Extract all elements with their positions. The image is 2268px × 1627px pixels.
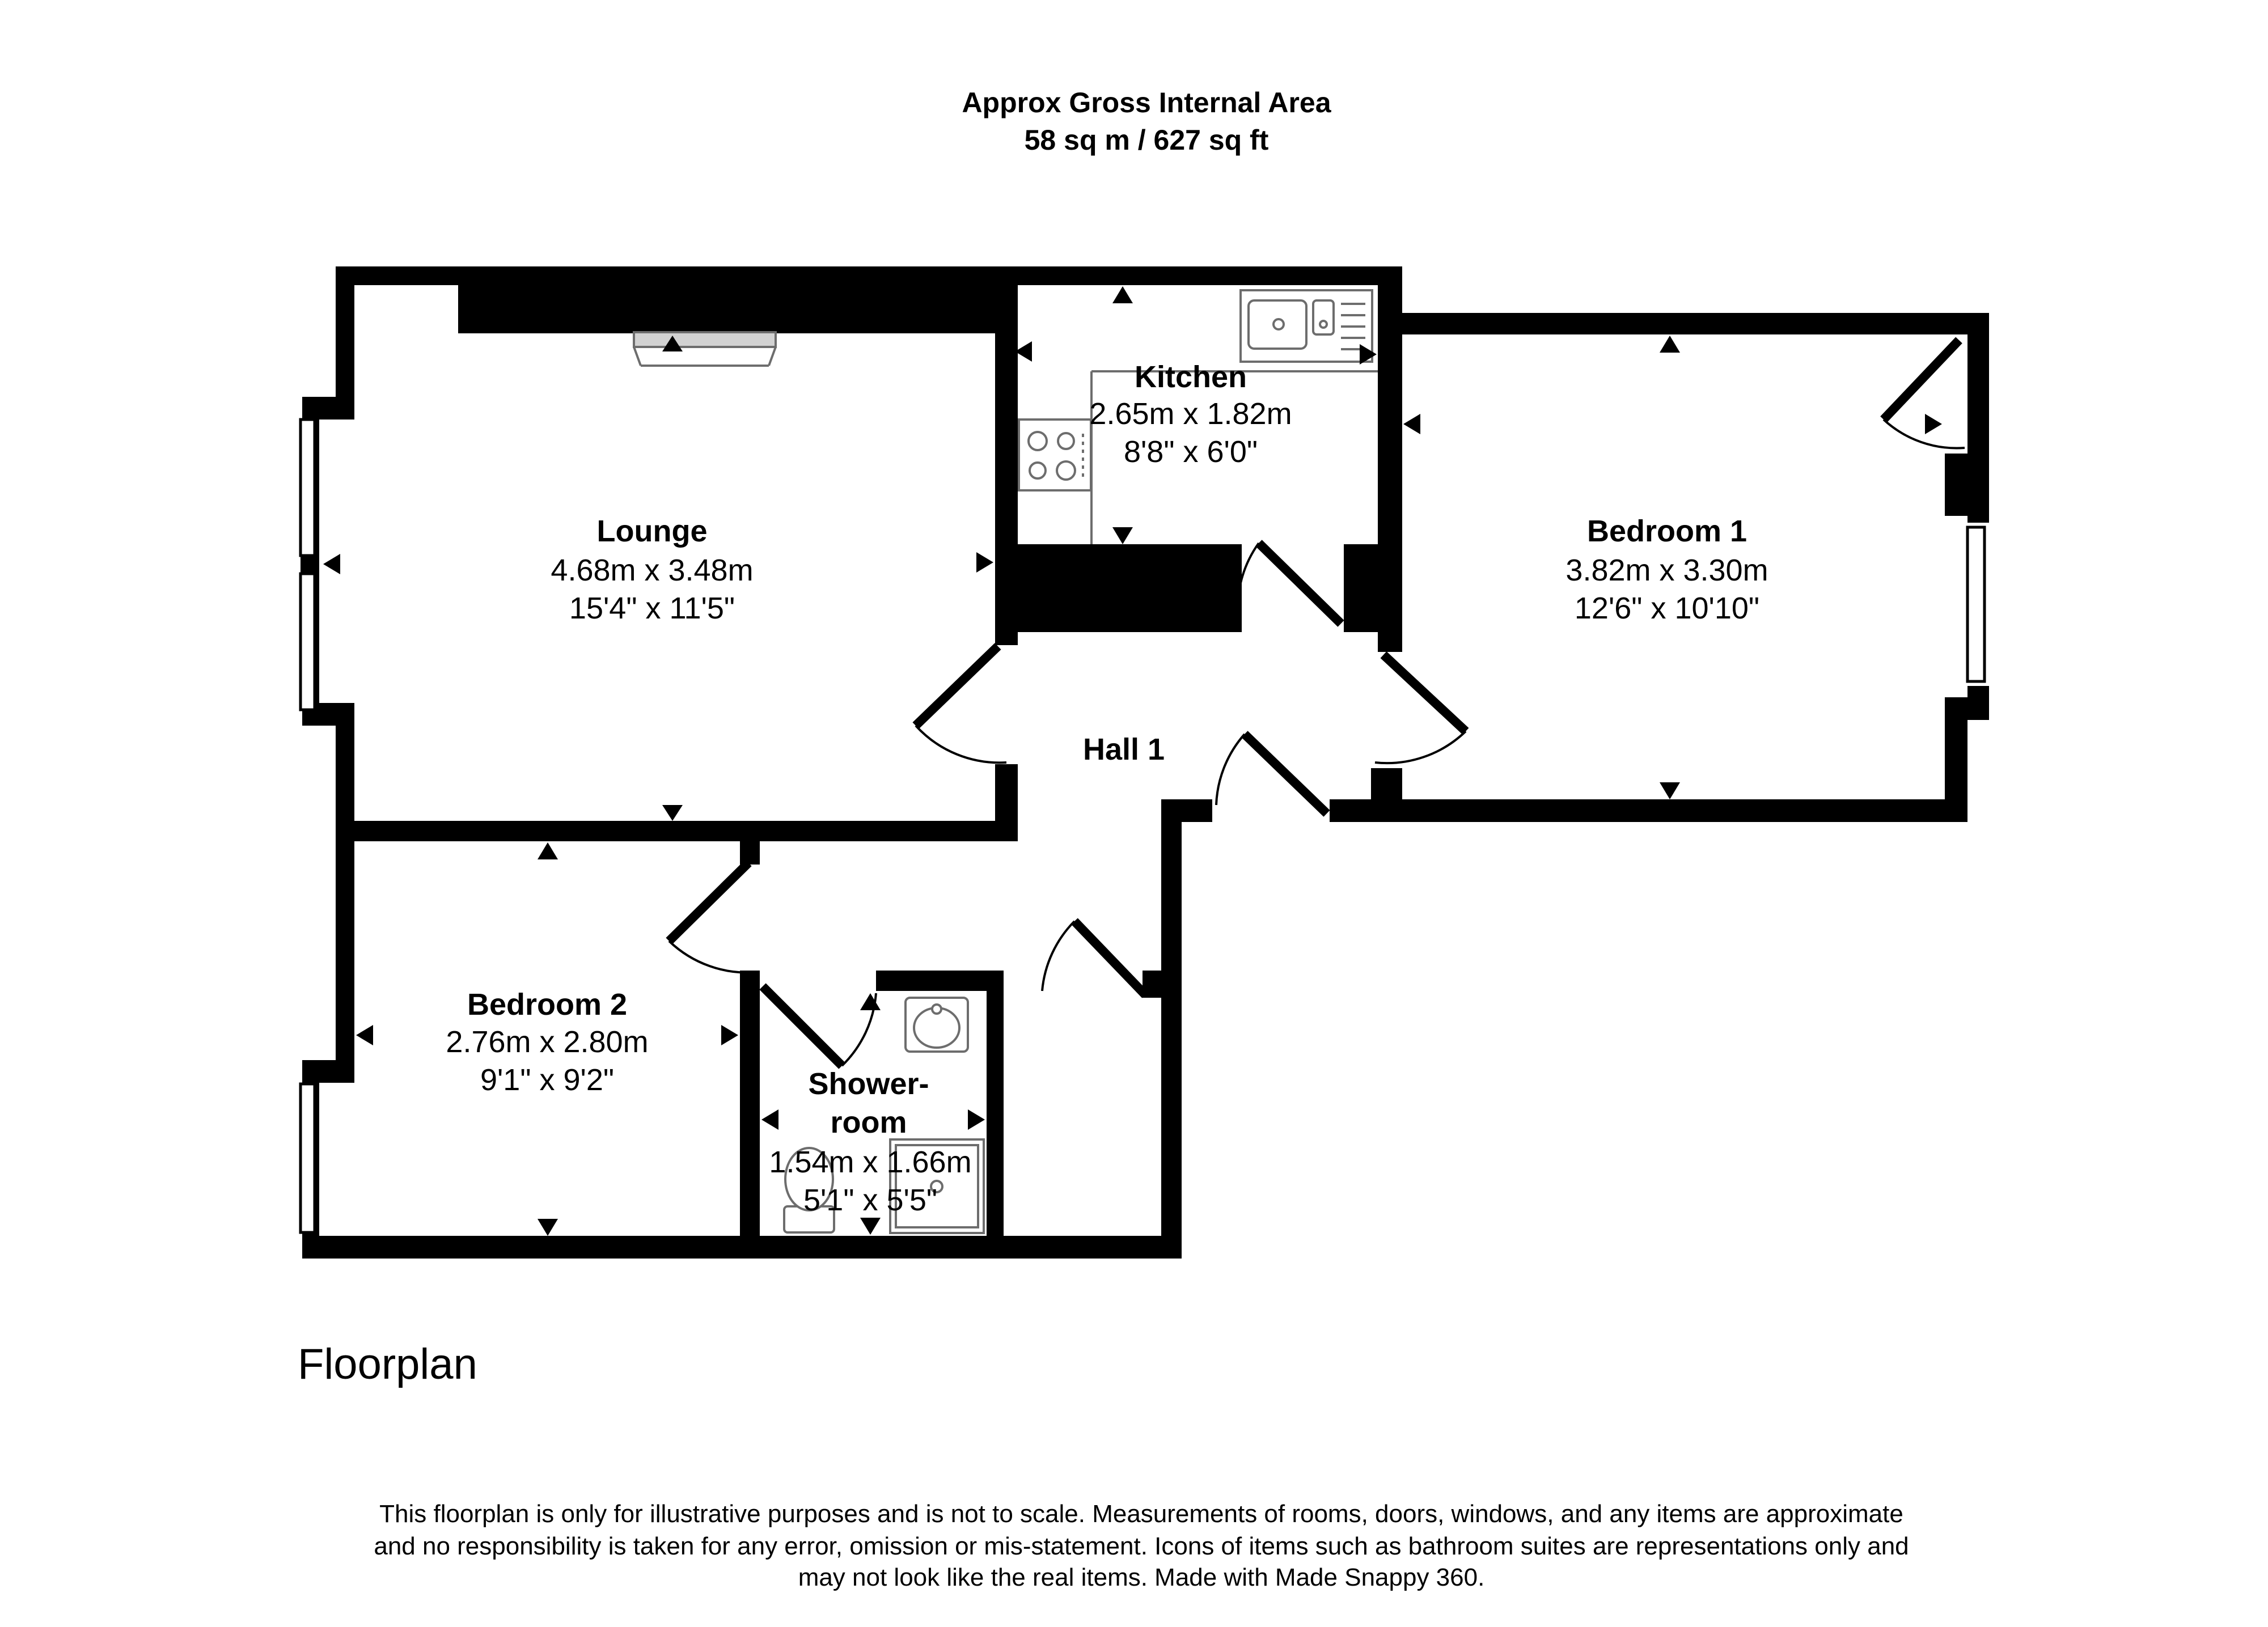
- room-name-line-2: room: [831, 1105, 907, 1139]
- room-dimensions-metric: 3.82m x 3.30m: [1565, 553, 1768, 587]
- room-bedroom-2: Bedroom 2 2.76m x 2.80m 9'1" x 9'2": [446, 988, 648, 1097]
- doors: [666, 337, 1965, 1069]
- basin-icon: [904, 997, 969, 1053]
- room-dimensions-imperial: 15'4" x 11'5": [569, 591, 735, 625]
- kitchen-sink-icon: [1239, 289, 1373, 363]
- fireplace-icon: [633, 331, 777, 348]
- room-kitchen: Kitchen 2.65m x 1.82m 8'8" x 6'0": [1089, 360, 1292, 469]
- room-showerroom: Shower- room 1.54m x 1.66m 5'1" x 5'5": [769, 1067, 971, 1217]
- room-dimensions-imperial: 8'8" x 6'0": [1124, 435, 1258, 469]
- windows: [299, 418, 1986, 1234]
- fixtures: [633, 289, 1378, 1234]
- room-dimensions-imperial: 9'1" x 9'2": [480, 1063, 614, 1097]
- floorplan-caption: Floorplan: [298, 1340, 477, 1388]
- measurement-arrows: [323, 286, 1942, 1236]
- room-name: Kitchen: [1135, 360, 1247, 394]
- room-lounge: Lounge 4.68m x 3.48m 15'4" x 11'5": [551, 514, 753, 625]
- disclaimer-line-3: may not look like the real items. Made w…: [798, 1564, 1485, 1591]
- room-name: Bedroom 1: [1587, 514, 1747, 548]
- room-name: Bedroom 2: [467, 988, 627, 1022]
- disclaimer-line-1: This floorplan is only for illustrative …: [379, 1500, 1903, 1528]
- room-dimensions-metric: 2.76m x 2.80m: [446, 1025, 648, 1059]
- disclaimer-line-2: and no responsibility is taken for any e…: [374, 1532, 1909, 1560]
- room-name: Lounge: [597, 514, 708, 548]
- room-dimensions-metric: 2.65m x 1.82m: [1089, 397, 1292, 431]
- room-bedroom-1: Bedroom 1 3.82m x 3.30m 12'6" x 10'10": [1565, 514, 1768, 625]
- shower-tray-icon: [889, 1138, 985, 1234]
- gross-area-value: 58 sq m / 627 sq ft: [1025, 124, 1269, 156]
- walls: [302, 266, 1989, 1259]
- room-dimensions-metric: 1.54m x 1.66m: [769, 1145, 971, 1179]
- gross-area-title: Approx Gross Internal Area: [962, 87, 1331, 118]
- toilet-icon: [783, 1147, 835, 1234]
- room-name: Hall 1: [1083, 732, 1165, 766]
- room-dimensions-imperial: 12'6" x 10'10": [1575, 591, 1759, 625]
- hob-icon: [1018, 418, 1092, 492]
- room-dimensions-metric: 4.68m x 3.48m: [551, 553, 753, 587]
- room-hall-1: Hall 1: [1083, 732, 1165, 766]
- room-dimensions-imperial: 5'1" x 5'5": [803, 1183, 937, 1217]
- room-name-line-1: Shower-: [808, 1067, 929, 1101]
